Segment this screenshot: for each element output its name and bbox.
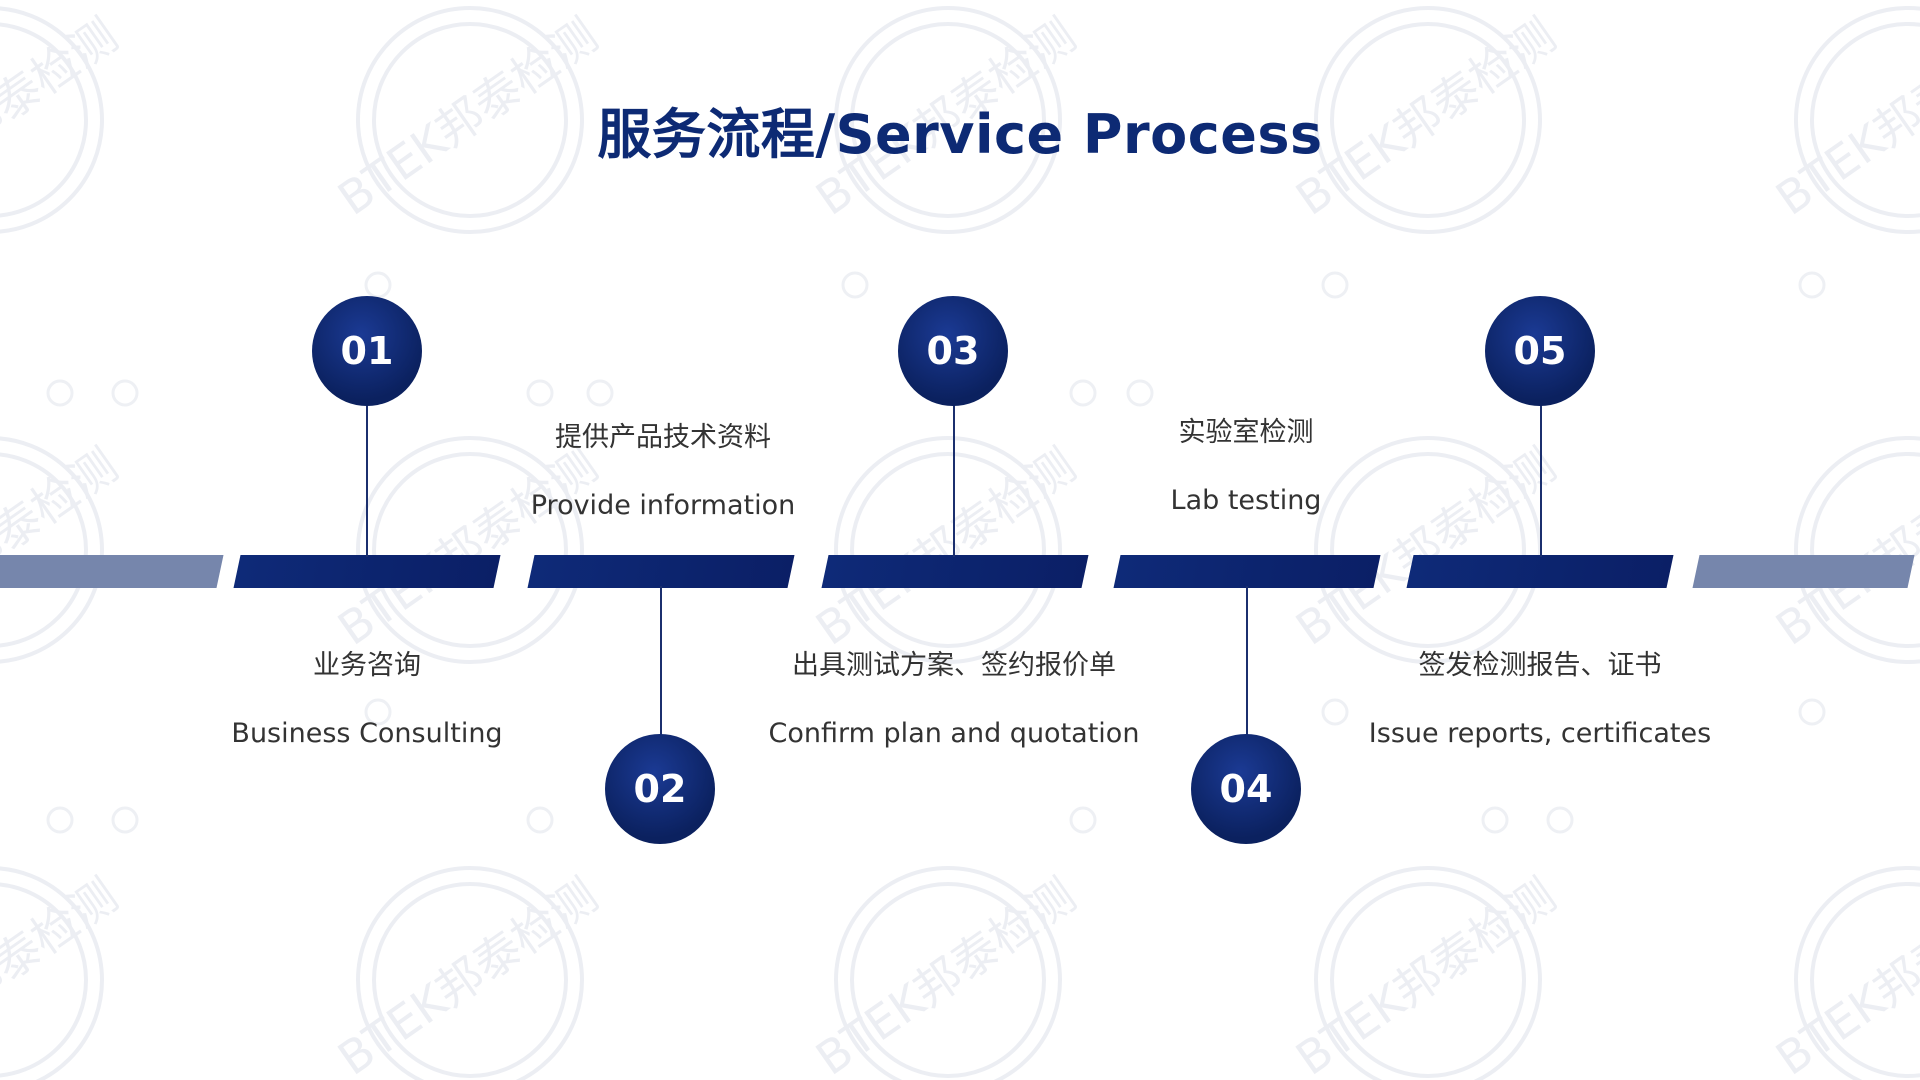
step-1-label: 业务咨询 Business Consulting (157, 643, 577, 749)
watermark-stamp: BTEK邦泰检测 (1766, 436, 1920, 664)
svg-text:BTEK邦泰检测: BTEK邦泰检测 (1766, 438, 1920, 656)
svg-text:BTEK邦泰检测: BTEK邦泰检测 (0, 868, 127, 1080)
svg-text:BTEK邦泰检测: BTEK邦泰检测 (0, 438, 127, 656)
step-5-title-cn: 签发检测报告、证书 (1418, 650, 1662, 681)
step-5-label: 签发检测报告、证书 Issue reports, certificates (1330, 643, 1750, 749)
step-3-title-cn: 出具测试方案、签约报价单 (792, 650, 1116, 681)
step-4-label: 实验室检测 Lab testing (1036, 410, 1456, 516)
step-4-connector (1246, 586, 1248, 738)
watermark-stamp: BTEK邦泰检测 (1286, 866, 1565, 1080)
watermark-dot (364, 271, 392, 299)
step-1-connector (366, 405, 368, 557)
watermark-stamp: BTEK邦泰检测 (806, 866, 1085, 1080)
watermark-dot (1321, 271, 1349, 299)
watermark-dot (1798, 271, 1826, 299)
watermark-stamp: BTEK邦泰检测 (0, 436, 127, 664)
watermark-dot (46, 806, 74, 834)
timeline-bar-1 (233, 555, 501, 588)
timeline-bar-right-end (1692, 555, 1915, 588)
watermark-stamp: BTEK邦泰检测 (328, 866, 607, 1080)
watermark-dot (586, 379, 614, 407)
watermark-dot (1481, 806, 1509, 834)
step-4-title-cn: 实验室检测 (1178, 417, 1314, 448)
step-3-connector (953, 405, 955, 557)
watermark-dot (46, 379, 74, 407)
watermark-dot (526, 806, 554, 834)
step-5-connector (1540, 405, 1542, 557)
step-3-label: 出具测试方案、签约报价单 Confirm plan and quotation (744, 643, 1164, 749)
svg-text:BTEK邦泰检测: BTEK邦泰检测 (1766, 868, 1920, 1080)
step-2-label: 提供产品技术资料 Provide information (453, 415, 873, 521)
step-4-title-en: Lab testing (1170, 485, 1322, 516)
step-2-title-cn: 提供产品技术资料 (555, 422, 771, 453)
watermark-dot (1798, 698, 1826, 726)
step-5-number-badge: 05 (1485, 296, 1595, 406)
watermark-dot (111, 379, 139, 407)
watermark-dot (364, 698, 392, 726)
timeline-bar-5 (1406, 555, 1674, 588)
watermark-dot (1321, 698, 1349, 726)
watermark-dot (841, 271, 869, 299)
step-3-number-badge: 03 (898, 296, 1008, 406)
timeline-bar-left-end (0, 555, 224, 588)
watermark-stamp: BTEK邦泰检测 (0, 866, 127, 1080)
timeline-bar-3 (821, 555, 1089, 588)
timeline-bar-4 (1113, 555, 1381, 588)
watermark-dot (111, 806, 139, 834)
step-4-number-badge: 04 (1191, 734, 1301, 844)
step-2-number-badge: 02 (605, 734, 715, 844)
watermark-dot (1069, 806, 1097, 834)
watermark-dot (1069, 379, 1097, 407)
step-1-title-en: Business Consulting (231, 718, 503, 749)
step-3-title-en: Confirm plan and quotation (768, 718, 1140, 749)
step-1-title-cn: 业务咨询 (313, 650, 421, 681)
step-2-title-en: Provide information (530, 490, 796, 521)
page-title: 服务流程/Service Process (597, 103, 1323, 166)
watermark-dot (526, 379, 554, 407)
watermark-dot (1126, 379, 1154, 407)
step-1-number-badge: 01 (312, 296, 422, 406)
step-5-title-en: Issue reports, certificates (1368, 718, 1712, 749)
watermark-stamp: BTEK邦泰检测 (1766, 866, 1920, 1080)
step-2-connector (660, 586, 662, 738)
timeline-bar-2 (527, 555, 795, 588)
watermark-dot (1546, 806, 1574, 834)
